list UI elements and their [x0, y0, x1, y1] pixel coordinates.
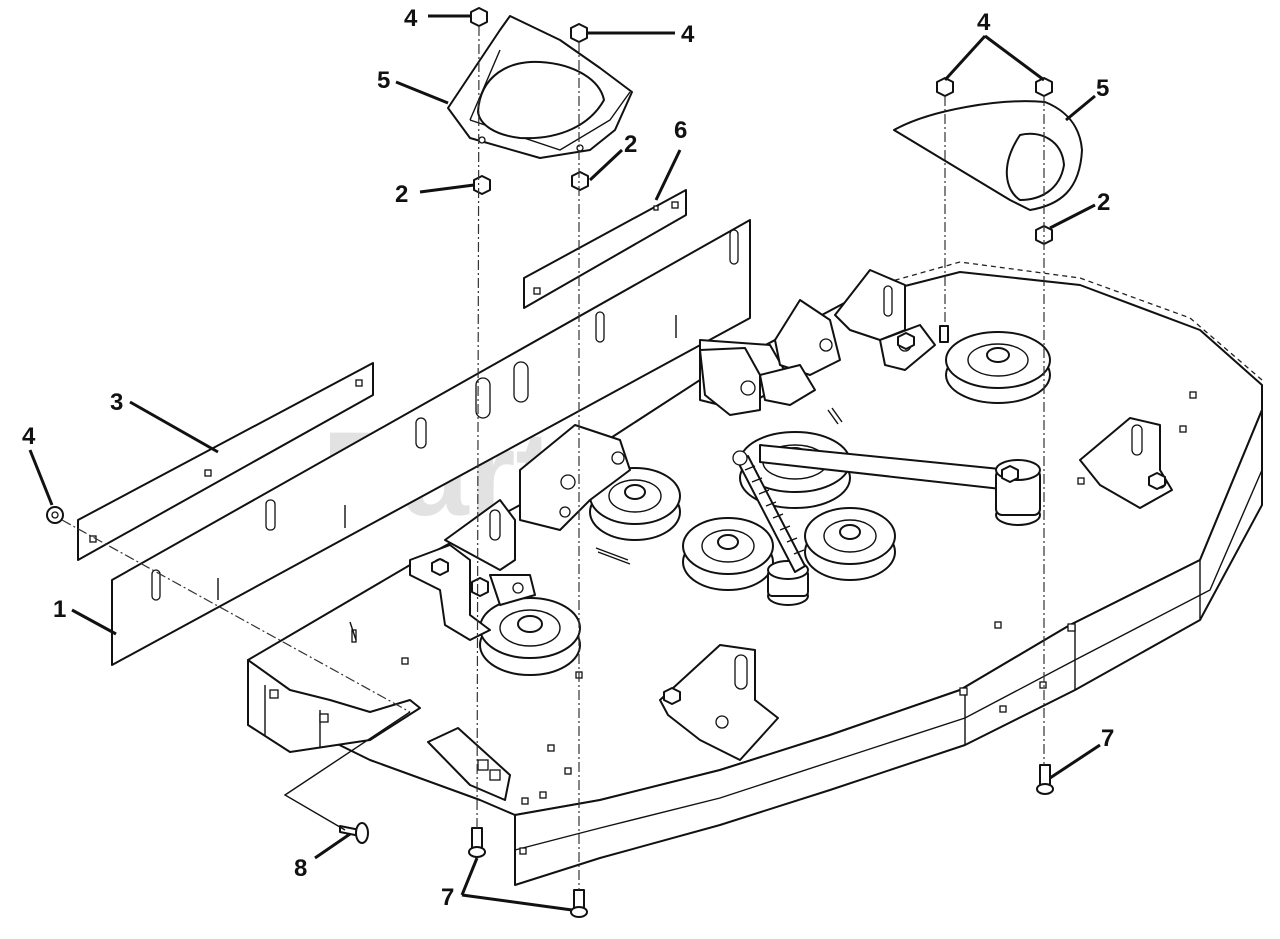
callout-2-center: 2	[624, 131, 637, 158]
callout-1: 1	[53, 596, 66, 623]
hardware-bolts	[468, 325, 1054, 918]
belt-cover-left-5	[447, 15, 633, 159]
hardware-nuts	[46, 7, 1053, 597]
belt-cover-right-5	[893, 100, 1083, 211]
deck-mounting-holes	[351, 391, 1197, 855]
deflector-plate-6	[523, 189, 687, 309]
callout-2-right: 2	[1097, 189, 1110, 216]
mounting-brackets	[409, 269, 1173, 761]
callout-4-right: 4	[977, 9, 991, 36]
callout-labels: 4 4 5 2 2 6 4 5 2 3 4 1 7 8 7	[22, 5, 1114, 911]
pulley-center-right	[804, 507, 896, 581]
callout-7-right: 7	[1101, 725, 1114, 752]
pulley-right-rear	[945, 331, 1051, 404]
pulley-left-front	[479, 597, 581, 676]
callout-4-top-left: 4	[404, 5, 418, 32]
clevis-pin-8	[339, 822, 369, 844]
callout-6: 6	[674, 117, 687, 144]
callout-8: 8	[294, 855, 307, 882]
callout-5-right: 5	[1096, 75, 1109, 102]
deflector-plate-3	[77, 362, 374, 561]
callout-7-bottom: 7	[441, 884, 454, 911]
callout-3: 3	[110, 389, 123, 416]
tension-spring	[732, 450, 806, 573]
pulley-center-lower	[682, 517, 774, 591]
assembly-centerlines	[61, 25, 1045, 890]
callout-leaders	[28, 14, 1101, 912]
callout-4-far-left: 4	[22, 423, 36, 450]
callout-4-top-center: 4	[681, 21, 695, 48]
callout-2-left: 2	[395, 181, 408, 208]
callout-5-left: 5	[377, 67, 390, 94]
deflector-plate-1	[111, 219, 751, 666]
